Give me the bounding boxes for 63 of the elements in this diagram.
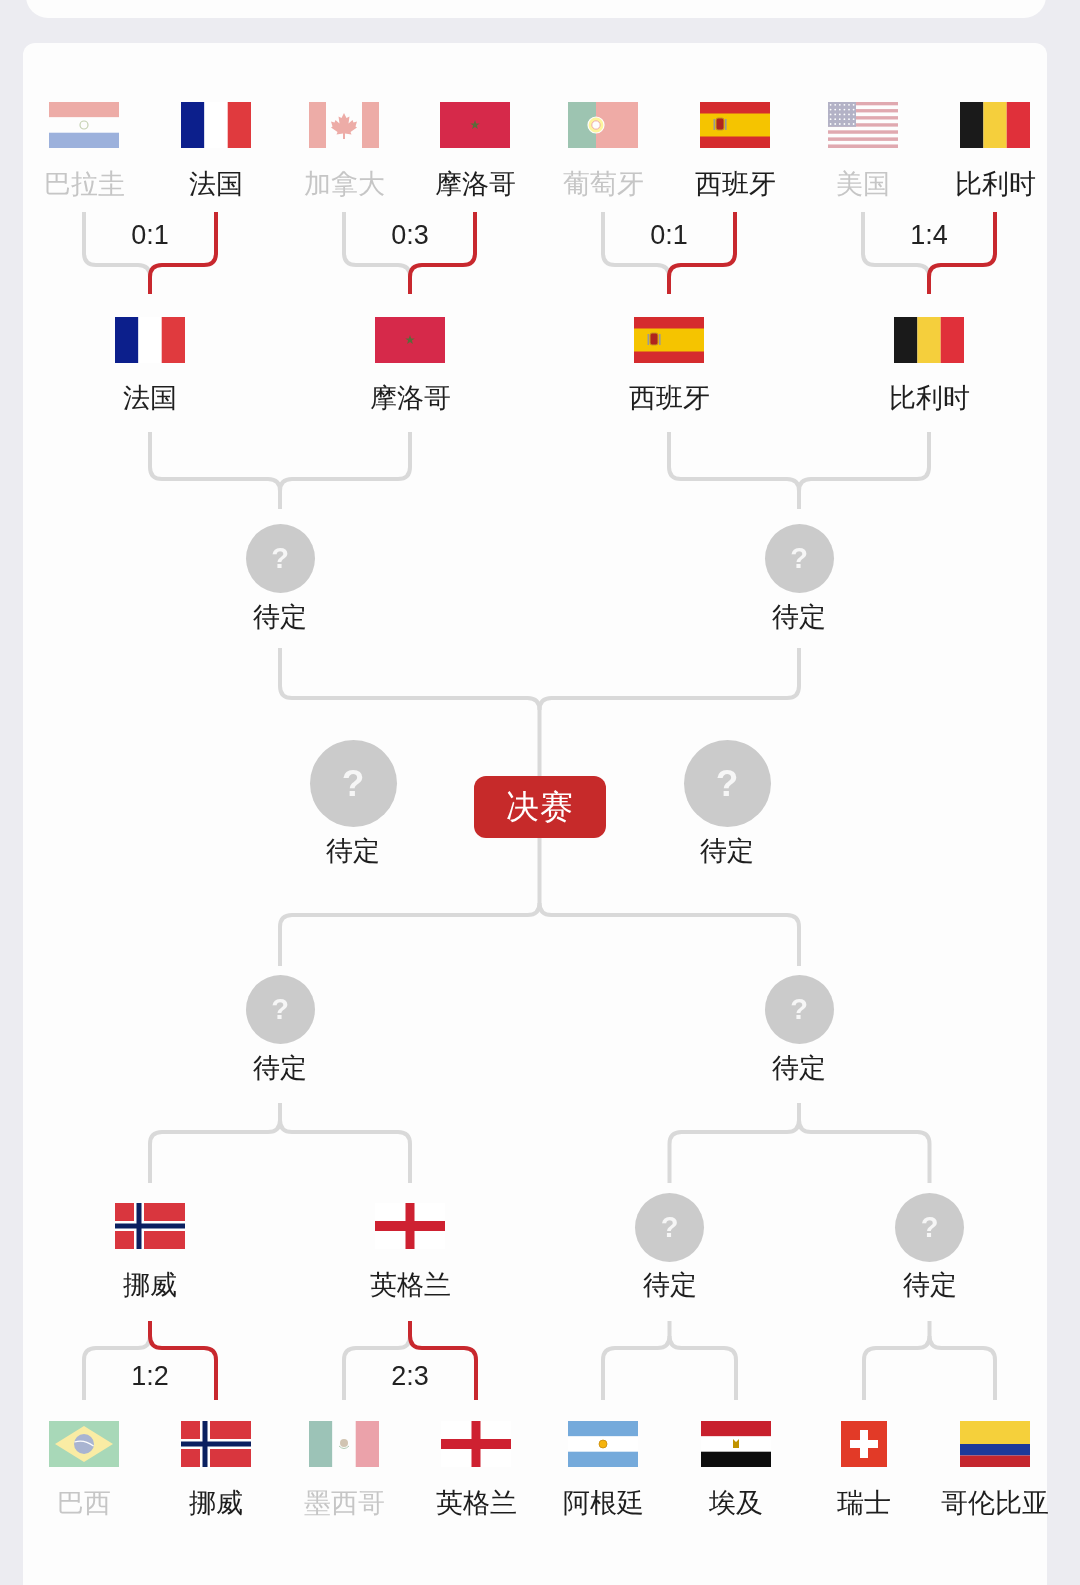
bracket-line bbox=[278, 432, 412, 492]
bracket-line bbox=[862, 1335, 932, 1400]
team-name: 英格兰 bbox=[369, 1269, 451, 1301]
bracket-line bbox=[408, 277, 412, 294]
score-label: 0:1 bbox=[650, 220, 688, 250]
team-name: 法国 bbox=[189, 168, 243, 200]
bracket-line bbox=[797, 1103, 801, 1120]
score-label: 0:3 bbox=[391, 220, 429, 250]
team-name: 哥伦比亚 bbox=[941, 1487, 1049, 1519]
bracket-line bbox=[927, 1321, 932, 1336]
team-name: 待定 bbox=[700, 835, 754, 867]
bracket-line bbox=[278, 648, 542, 711]
bracket-line bbox=[278, 491, 282, 509]
bracket-line bbox=[148, 277, 152, 294]
team-name: 比利时 bbox=[888, 382, 970, 414]
team-name: 西班牙 bbox=[694, 168, 776, 200]
score-label: 1:2 bbox=[131, 1361, 169, 1391]
team-name: 待定 bbox=[253, 1052, 307, 1084]
bracket-line bbox=[408, 212, 477, 278]
team-name: 挪威 bbox=[189, 1487, 243, 1519]
team-name: 待定 bbox=[772, 601, 826, 633]
final-badge: 决赛 bbox=[473, 776, 606, 838]
bracket-line bbox=[667, 212, 737, 278]
bracket-line bbox=[148, 1335, 218, 1400]
bracket-line bbox=[601, 1335, 672, 1400]
bracket-line bbox=[278, 1119, 412, 1183]
bracket-line bbox=[797, 1119, 932, 1183]
bracket-line bbox=[278, 902, 542, 966]
team-name: 待定 bbox=[642, 1269, 697, 1301]
team-name: 待定 bbox=[326, 835, 380, 867]
bracket-line bbox=[927, 1335, 997, 1400]
team-name: 待定 bbox=[772, 1052, 826, 1084]
team-name: 摩洛哥 bbox=[369, 382, 451, 414]
bracket-line bbox=[927, 277, 931, 294]
team-name: 阿根廷 bbox=[562, 1487, 644, 1519]
bracket-line bbox=[667, 1335, 738, 1400]
team-name: 待定 bbox=[253, 601, 307, 633]
bracket-line bbox=[148, 1321, 152, 1336]
score-label: 1:4 bbox=[910, 220, 948, 250]
bracket-line bbox=[537, 902, 801, 966]
team-name: 比利时 bbox=[954, 168, 1036, 200]
team-name: 挪威 bbox=[123, 1269, 177, 1301]
team-name: 西班牙 bbox=[628, 382, 710, 414]
bracket-line bbox=[408, 1321, 412, 1336]
bracket-line bbox=[537, 838, 542, 903]
team-name: 埃及 bbox=[709, 1487, 763, 1519]
bracket-line bbox=[797, 491, 801, 509]
score-label: 2:3 bbox=[391, 1361, 429, 1391]
team-name: 摩洛哥 bbox=[434, 168, 516, 200]
bracket-line bbox=[667, 277, 671, 294]
team-name: 待定 bbox=[902, 1269, 957, 1301]
bracket-line bbox=[667, 1321, 672, 1336]
bracket-line bbox=[537, 710, 542, 776]
bracket-line bbox=[408, 1335, 478, 1400]
bracket-line bbox=[148, 212, 218, 278]
score-label: 0:1 bbox=[131, 220, 169, 250]
team-name: 法国 bbox=[123, 382, 177, 414]
bracket-line bbox=[278, 1103, 282, 1120]
bracket-line bbox=[537, 648, 801, 711]
team-name: 瑞士 bbox=[837, 1487, 891, 1519]
bracket-line bbox=[927, 212, 997, 278]
bracket-line bbox=[797, 432, 931, 492]
team-name: 英格兰 bbox=[435, 1487, 517, 1519]
